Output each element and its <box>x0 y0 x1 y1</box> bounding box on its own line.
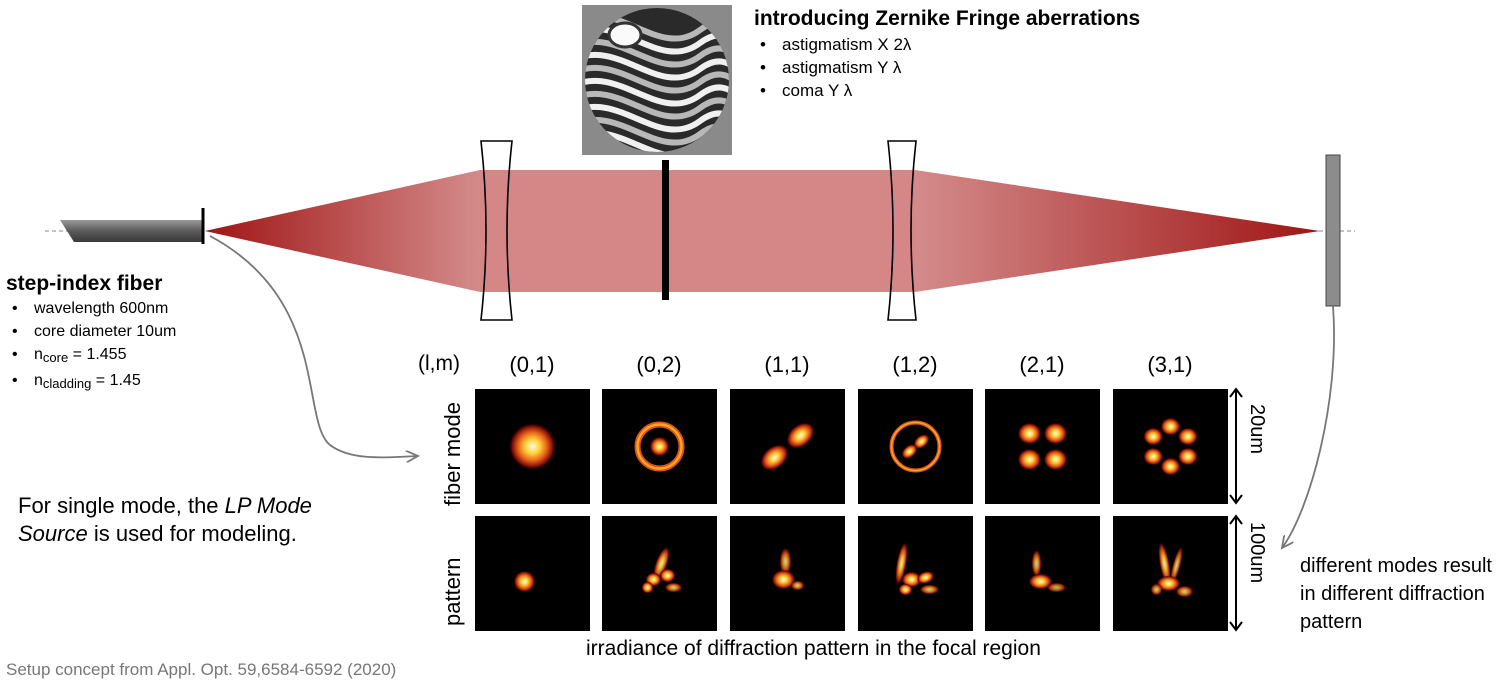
diffraction-pattern-image-4 <box>858 516 973 631</box>
scale-bar-20um <box>1229 387 1243 505</box>
row-label-fiber-mode: fiber mode <box>440 402 465 506</box>
aberration-item: coma Y λ <box>754 79 1140 102</box>
row-label-pattern: pattern <box>440 557 465 627</box>
mode-header: (1,2) <box>892 352 938 377</box>
mode-index-label: (l,m) <box>418 352 460 375</box>
fiber <box>60 220 203 242</box>
aberration-item: astigmatism Y λ <box>754 56 1140 79</box>
diffraction-pattern-image-1 <box>475 516 590 631</box>
mode-header: (0,2) <box>636 352 682 377</box>
fiber-param-wavelength: wavelength 600nm <box>6 297 176 320</box>
fiber-mode-image-1 <box>475 389 590 504</box>
diffraction-pattern-image-3 <box>730 516 845 631</box>
lens-2 <box>887 140 917 321</box>
zernike-phase-map <box>582 5 732 155</box>
fiber-mode-image-3 <box>730 389 845 504</box>
focal-region-caption: irradiance of diffraction pattern in the… <box>586 637 1041 660</box>
scale-bar-100um <box>1229 514 1243 632</box>
source-citation: Setup concept from Appl. Opt. 59,6584-65… <box>6 660 397 679</box>
detector <box>1325 154 1341 307</box>
result-note: different modes result in different diff… <box>1300 555 1492 633</box>
fiber-param-n-cladding: ncladding = 1.45 <box>6 369 176 395</box>
diverging-beam <box>205 170 480 292</box>
mode-header: (0,1) <box>509 352 555 377</box>
aberration-item: astigmatism X 2λ <box>754 33 1140 56</box>
fiber-title: step-index fiber <box>6 272 163 295</box>
converging-beam <box>915 170 1320 292</box>
fiber-mode-image-6 <box>1113 389 1228 504</box>
collimated-beam <box>480 170 915 292</box>
aberrations-block: introducing Zernike Fringe aberrations a… <box>754 7 1140 102</box>
aberrations-title: introducing Zernike Fringe aberrations <box>754 7 1141 30</box>
diffraction-pattern-image-5 <box>985 516 1100 631</box>
detector-to-patterns-arrow <box>1282 305 1335 548</box>
aberration-plate <box>662 160 669 300</box>
mode-header: (1,1) <box>764 352 810 377</box>
single-mode-note: For single mode, the LP Mode Source is u… <box>18 493 312 546</box>
aberrations-list: astigmatism X 2λ astigmatism Y λ coma Y … <box>754 33 1140 102</box>
mode-header: (3,1) <box>1147 352 1193 377</box>
fiber-mode-image-2 <box>602 389 717 504</box>
lens-1 <box>480 140 513 321</box>
diffraction-pattern-image-2 <box>602 516 717 631</box>
fiber-to-modes-arrow <box>209 235 418 457</box>
diffraction-pattern-image-6 <box>1113 516 1228 631</box>
fiber-mode-image-5 <box>985 389 1100 504</box>
scale-label-100um: 100um <box>1246 522 1268 584</box>
fiber-parameters: wavelength 600nm core diameter 10um ncor… <box>6 297 176 395</box>
fiber-param-n-core: ncore = 1.455 <box>6 343 176 369</box>
mode-header: (2,1) <box>1019 352 1065 377</box>
fiber-mode-image-4 <box>858 389 973 504</box>
scale-label-20um: 20um <box>1246 404 1268 455</box>
fiber-param-core-diameter: core diameter 10um <box>6 320 176 343</box>
fiber-block: step-index fiber wavelength 600nm core d… <box>6 272 176 395</box>
